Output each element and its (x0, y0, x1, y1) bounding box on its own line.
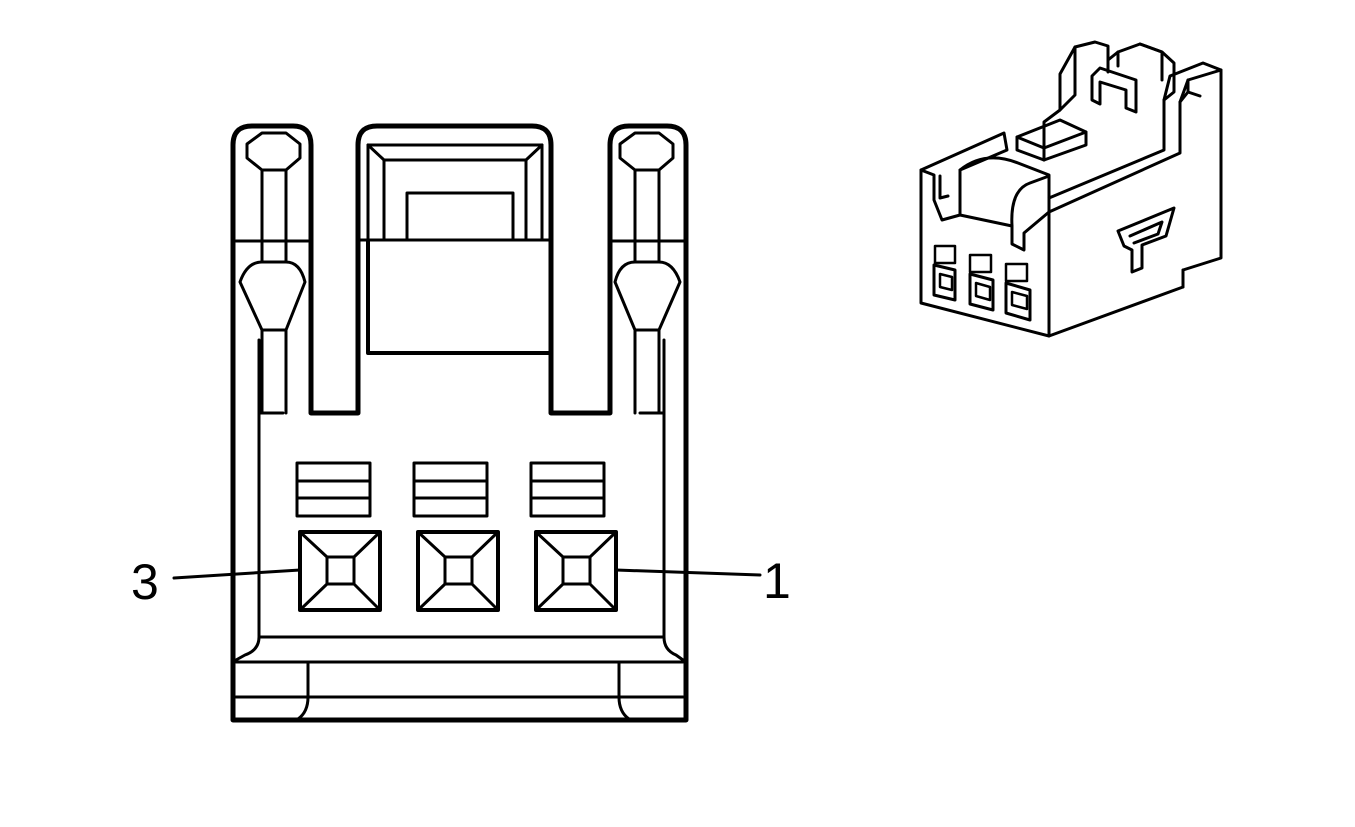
iso-top-ridge (958, 156, 1051, 214)
terminal-lock-3 (295, 461, 372, 518)
iso-pin-cavity-3 (932, 263, 957, 302)
iso-left-latch (919, 131, 1009, 222)
base-notch-right (617, 660, 631, 721)
pin-3-leader-line (172, 568, 302, 580)
iso-terminal-lock-2 (968, 253, 993, 274)
housing-outline (230, 123, 689, 723)
base-band-rounding (234, 635, 685, 662)
terminal-lock-2 (412, 461, 489, 518)
pin-3-label: 3 (131, 554, 159, 610)
iso-terminal-lock-3 (933, 244, 957, 265)
terminal-lock-1 (529, 461, 606, 518)
iso-center-lock-ribs (1058, 42, 1164, 112)
base-notch-left (296, 660, 310, 721)
iso-side-window-inner (1128, 220, 1164, 245)
iso-pin-cavity-1 (1004, 281, 1032, 322)
pin-cavity-2 (416, 530, 500, 612)
pin-cavity-3 (298, 530, 382, 612)
iso-top-deck (958, 210, 1051, 252)
center-lock-tab (356, 143, 553, 355)
iso-center-lock-window (1090, 66, 1138, 114)
iso-top-ridge-2 (1010, 174, 1051, 228)
iso-center-lock-body (1042, 40, 1176, 162)
left-latch-arm (234, 131, 310, 415)
connector-isometric-view (919, 40, 1223, 338)
iso-side-window (1116, 206, 1176, 274)
iso-center-lock (1015, 118, 1088, 162)
right-latch-arm (610, 131, 686, 415)
pin-1-leader-line (614, 568, 762, 577)
iso-left-latch-inner (938, 174, 950, 200)
iso-pin-cavity-2 (968, 272, 995, 312)
pin-cavity-1 (534, 530, 618, 612)
connector-face-view: 3 1 (131, 123, 791, 723)
pin-1-label: 1 (763, 553, 791, 609)
iso-right-latch-edge (1178, 78, 1202, 104)
iso-right-latch (1047, 61, 1223, 214)
inner-cavity-outline (257, 411, 666, 639)
iso-terminal-lock-1 (1004, 262, 1029, 283)
iso-front-face (919, 168, 1051, 338)
